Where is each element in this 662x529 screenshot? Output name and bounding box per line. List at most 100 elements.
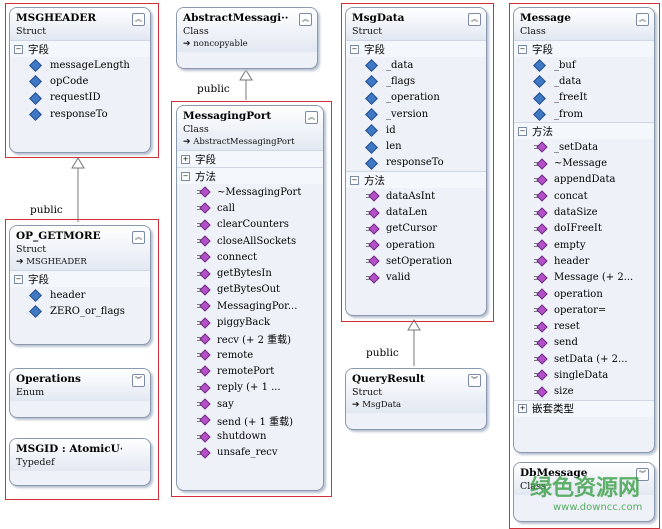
collapse-toggle-icon[interactable]: ︽	[299, 13, 312, 26]
method-icon	[197, 448, 207, 458]
collapse-section-icon[interactable]: −	[518, 44, 527, 54]
method-item[interactable]: connect	[177, 249, 323, 265]
fields-section-header[interactable]: −字段	[346, 40, 486, 57]
method-item[interactable]: remote	[177, 347, 323, 363]
expand-toggle-icon[interactable]: ︾	[636, 468, 649, 481]
method-item[interactable]: operation	[346, 237, 486, 253]
fields-section-header[interactable]: −字段	[10, 270, 150, 287]
collapse-section-icon[interactable]: −	[14, 44, 23, 54]
method-item[interactable]: _setData	[514, 139, 654, 155]
method-item[interactable]: send	[514, 335, 654, 351]
method-item[interactable]: ~MessagingPort	[177, 184, 323, 200]
method-item[interactable]: remotePort	[177, 363, 323, 379]
class-kind: Struct	[352, 26, 383, 37]
fields-section-header[interactable]: −字段	[514, 40, 654, 57]
nested-types-section-header[interactable]: +嵌套类型	[514, 399, 654, 417]
collapse-toggle-icon[interactable]: ︽	[636, 13, 649, 26]
expand-toggle-icon[interactable]: ︾	[132, 374, 145, 387]
msgdata-class-box[interactable]: MsgData Struct ︽ −字段 _data _flags _opera…	[345, 7, 487, 316]
dbmessage-class-box[interactable]: DbMessage Class ︾	[513, 462, 655, 522]
method-item[interactable]: size	[514, 384, 654, 400]
method-item[interactable]: Message (+ 2...	[514, 270, 654, 286]
method-item[interactable]: reset	[514, 318, 654, 334]
field-item[interactable]: responseTo	[10, 106, 150, 122]
method-item[interactable]: header	[514, 253, 654, 269]
method-icon	[197, 350, 207, 360]
field-item[interactable]: ZERO_or_flags	[10, 303, 150, 319]
inherits-from: ➔ noncopyable	[183, 39, 248, 49]
expand-section-icon[interactable]: +	[518, 404, 527, 414]
method-item[interactable]: dataSize	[514, 204, 654, 220]
method-item[interactable]: clearCounters	[177, 217, 323, 233]
method-icon	[366, 208, 376, 218]
field-item[interactable]: _operation	[346, 90, 486, 106]
field-item[interactable]: len	[346, 138, 486, 154]
field-item[interactable]: opCode	[10, 73, 150, 89]
operations-enum-box[interactable]: Operations Enum ︾	[9, 368, 151, 418]
msgheader-class-box[interactable]: MSGHEADER Struct ︽ −字段 messageLength opC…	[9, 7, 151, 153]
method-item[interactable]: MessagingPor...	[177, 298, 323, 314]
collapse-toggle-icon[interactable]: ︽	[132, 231, 145, 244]
field-item[interactable]: responseTo	[346, 155, 486, 171]
expand-toggle-icon[interactable]: ︾	[468, 374, 481, 387]
field-item[interactable]: _from	[514, 106, 654, 122]
op-getmore-class-box[interactable]: OP_GETMORE Struct ➔ MSGHEADER ︽ −字段 head…	[9, 225, 151, 345]
method-item[interactable]: getBytesIn	[177, 265, 323, 281]
fields-section-header[interactable]: +字段	[177, 150, 323, 167]
field-item[interactable]: _buf	[514, 57, 654, 73]
message-class-box[interactable]: Message Class ︽ −字段 _buf _data _freeIt _…	[513, 7, 655, 453]
method-icon	[197, 285, 207, 295]
methods-section-header[interactable]: −方法	[514, 122, 654, 140]
collapse-section-icon[interactable]: −	[518, 126, 527, 136]
field-item[interactable]: _data	[346, 57, 486, 73]
field-item[interactable]: header	[10, 287, 150, 303]
messaging-port-class-box[interactable]: MessagingPort Class ➔ AbstractMessagingP…	[176, 105, 324, 491]
method-item[interactable]: closeAllSockets	[177, 233, 323, 249]
collapse-toggle-icon[interactable]: ︽	[468, 13, 481, 26]
field-item[interactable]: requestID	[10, 90, 150, 106]
field-item[interactable]: _flags	[346, 73, 486, 89]
method-item[interactable]: call	[177, 200, 323, 216]
class-kind: Class	[183, 124, 209, 135]
method-item[interactable]: operator=	[514, 302, 654, 318]
query-result-class-box[interactable]: QueryResult Struct ➔ MsgData ︾	[345, 368, 487, 430]
method-item[interactable]: getCursor	[346, 221, 486, 237]
method-item[interactable]: setData (+ 2...	[514, 351, 654, 367]
field-item[interactable]: id	[346, 122, 486, 138]
method-item[interactable]: dataAsInt	[346, 188, 486, 204]
method-item[interactable]: unsafe_recv	[177, 445, 323, 461]
method-item[interactable]: ~Message	[514, 155, 654, 171]
collapse-section-icon[interactable]: −	[350, 44, 359, 54]
field-item[interactable]: messageLength	[10, 57, 150, 73]
collapse-section-icon[interactable]: −	[181, 171, 190, 181]
abstract-messaging-port-class-box[interactable]: AbstractMessagi··· Class ➔ noncopyable ︽	[176, 7, 318, 69]
method-item[interactable]: reply (+ 1 ...	[177, 380, 323, 396]
collapse-section-icon[interactable]: −	[14, 274, 23, 284]
methods-section-header[interactable]: −方法	[346, 171, 486, 189]
fields-section-header[interactable]: −字段	[10, 40, 150, 57]
expand-section-icon[interactable]: +	[181, 154, 190, 164]
method-item[interactable]: setOperation	[346, 253, 486, 269]
method-item[interactable]: getBytesOut	[177, 282, 323, 298]
method-item[interactable]: concat	[514, 188, 654, 204]
collapse-section-icon[interactable]: −	[350, 175, 359, 185]
method-item[interactable]: say	[177, 396, 323, 412]
method-item[interactable]: send (+ 1 重载)	[177, 412, 323, 428]
method-item[interactable]: empty	[514, 237, 654, 253]
method-item[interactable]: piggyBack	[177, 314, 323, 330]
method-item[interactable]: shutdown	[177, 428, 323, 444]
method-item[interactable]: dataLen	[346, 204, 486, 220]
method-item[interactable]: doIFreeIt	[514, 221, 654, 237]
collapse-toggle-icon[interactable]: ︽	[305, 111, 318, 124]
method-item[interactable]: singleData	[514, 367, 654, 383]
method-item[interactable]: appendData	[514, 172, 654, 188]
msgid-typedef-box[interactable]: MSGID : AtomicU··· Typedef	[9, 438, 151, 486]
field-item[interactable]: _version	[346, 106, 486, 122]
field-item[interactable]: _data	[514, 73, 654, 89]
collapse-toggle-icon[interactable]: ︽	[132, 13, 145, 26]
field-item[interactable]: _freeIt	[514, 90, 654, 106]
methods-section-header[interactable]: −方法	[177, 167, 323, 184]
method-item[interactable]: operation	[514, 286, 654, 302]
method-item[interactable]: valid	[346, 270, 486, 286]
method-item[interactable]: recv (+ 2 重载)	[177, 331, 323, 347]
